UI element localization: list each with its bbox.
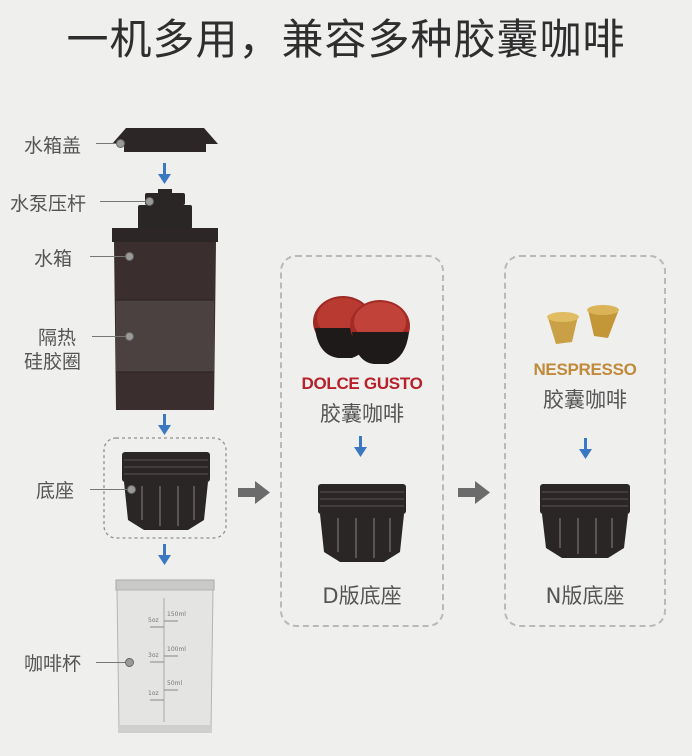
label-pump: 水泵压杆 <box>10 193 87 215</box>
pump-plunger <box>138 189 192 229</box>
leader-base <box>90 489 128 490</box>
nespresso-brand: NESPRESSO <box>533 360 637 379</box>
label-lid: 水箱盖 <box>24 135 82 157</box>
marker-base <box>127 485 136 494</box>
dolce-gusto-capsules <box>313 296 410 364</box>
nespresso-capsules <box>547 305 619 344</box>
panel-dolce-gusto <box>280 255 444 627</box>
nespresso-base <box>540 484 630 558</box>
cup-scale-ml-3: 50ml <box>167 680 183 687</box>
leader-insulation <box>92 336 126 337</box>
cup-scale-ml-2: 100ml <box>167 646 186 653</box>
label-insulation-1: 隔热 <box>38 327 77 349</box>
flow-arrows-left <box>158 163 592 565</box>
base-component <box>122 452 210 530</box>
page-title: 一机多用，兼容多种胶囊咖啡 <box>66 15 626 64</box>
panel-nespresso <box>504 255 666 627</box>
leader-cup <box>96 662 126 663</box>
cup-scale-oz-1: 5oz <box>148 617 159 624</box>
marker-pump <box>145 197 154 206</box>
dolce-gusto-brand: DOLCE GUSTO <box>301 374 423 393</box>
marker-lid <box>116 139 125 148</box>
nespresso-base-label: N版底座 <box>545 584 625 608</box>
leader-tank <box>90 256 126 257</box>
dolce-base-label: D版底座 <box>322 584 402 608</box>
marker-tank <box>125 252 134 261</box>
transition-arrow-1 <box>238 481 270 504</box>
coffee-cup <box>115 579 215 733</box>
dolce-capsule-label: 胶囊咖啡 <box>320 402 404 426</box>
water-tank-lid <box>112 128 218 152</box>
dolce-gusto-base <box>318 484 406 562</box>
cup-scale-oz-3: 1oz <box>148 690 159 697</box>
cup-scale-oz-2: 3oz <box>148 652 159 659</box>
cup-scale-ml-1: 150ml <box>167 611 186 618</box>
marker-cup <box>125 658 134 667</box>
label-insulation-2: 硅胶圈 <box>24 351 82 373</box>
label-base: 底座 <box>36 480 75 502</box>
transition-arrow-2 <box>458 481 490 504</box>
label-cup: 咖啡杯 <box>24 653 82 675</box>
leader-lid <box>96 143 118 144</box>
nespresso-capsule-label: 胶囊咖啡 <box>543 388 627 412</box>
leader-pump <box>100 201 146 202</box>
label-tank: 水箱 <box>34 248 73 270</box>
marker-insulation <box>125 332 134 341</box>
base-highlight-frame <box>103 437 227 539</box>
